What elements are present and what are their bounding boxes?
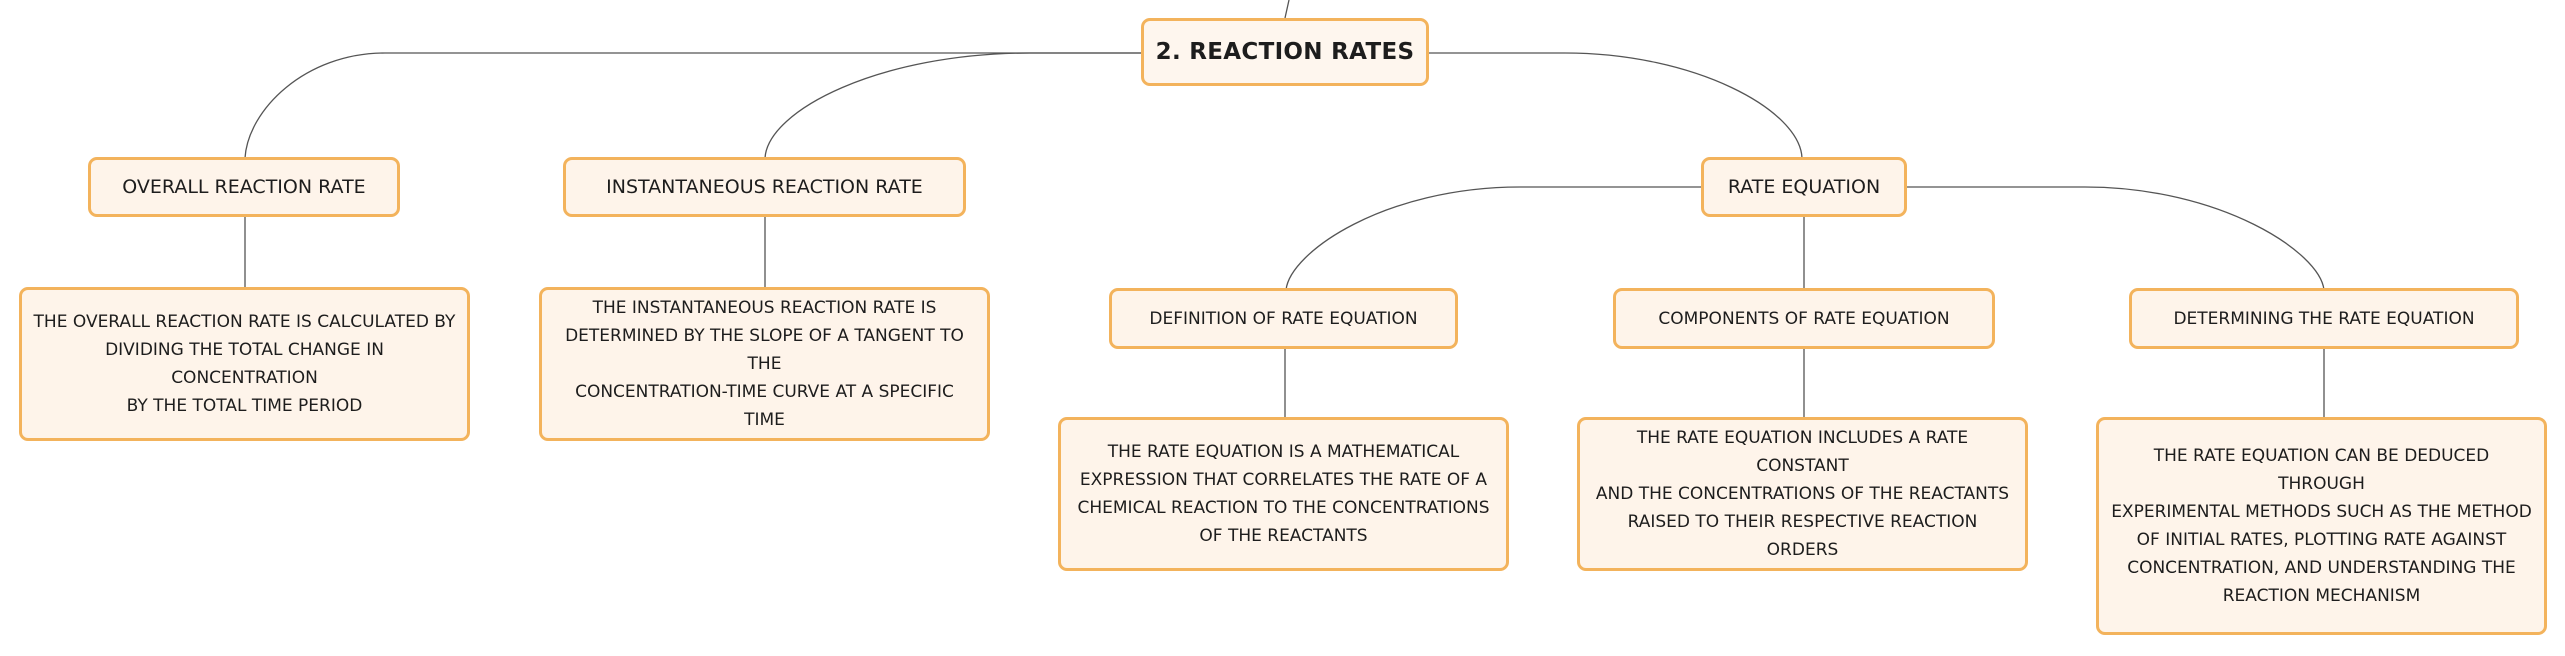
connector-rate-definition [1285, 186, 1702, 291]
connector-root-overall [244, 52, 1142, 159]
components-of-rate-equation-detail-text: THE RATE EQUATION INCLUDES A RATE CONSTA… [1595, 428, 2010, 560]
components-of-rate-equation-detail[interactable]: THE RATE EQUATION INCLUDES A RATE CONSTA… [1577, 417, 2028, 571]
overall-reaction-rate-label: OVERALL REACTION RATE [122, 176, 366, 198]
root-topic-label: 2. REACTION RATES [1155, 39, 1415, 65]
connector-root-parent [1284, 0, 1290, 19]
definition-of-rate-equation-detail[interactable]: THE RATE EQUATION IS A MATHEMATICAL EXPR… [1058, 417, 1509, 571]
determining-the-rate-equation-detail[interactable]: THE RATE EQUATION CAN BE DEDUCED THROUGH… [2096, 417, 2547, 635]
components-of-rate-equation-label: COMPONENTS OF RATE EQUATION [1658, 308, 1950, 329]
determining-the-rate-equation-node[interactable]: DETERMINING THE RATE EQUATION [2129, 288, 2519, 349]
overall-reaction-rate-node[interactable]: OVERALL REACTION RATE [88, 157, 400, 217]
root-topic-node[interactable]: 2. REACTION RATES [1141, 18, 1429, 86]
connector-root-instantaneous [764, 52, 1142, 159]
connector-root-rate-equation [1428, 52, 1803, 159]
instantaneous-reaction-rate-detail-text: THE INSTANTANEOUS REACTION RATE IS DETER… [565, 298, 964, 430]
rate-equation-node[interactable]: RATE EQUATION [1701, 157, 1907, 217]
overall-reaction-rate-detail[interactable]: THE OVERALL REACTION RATE IS CALCULATED … [19, 287, 470, 441]
definition-of-rate-equation-label: DEFINITION OF RATE EQUATION [1149, 308, 1418, 329]
connector-rate-determining [1906, 186, 2325, 291]
definition-of-rate-equation-node[interactable]: DEFINITION OF RATE EQUATION [1109, 288, 1458, 349]
rate-equation-label: RATE EQUATION [1727, 176, 1881, 198]
definition-of-rate-equation-detail-text: THE RATE EQUATION IS A MATHEMATICAL EXPR… [1077, 442, 1490, 546]
instantaneous-reaction-rate-label: INSTANTANEOUS REACTION RATE [606, 176, 923, 198]
determining-the-rate-equation-label: DETERMINING THE RATE EQUATION [2173, 308, 2475, 329]
instantaneous-reaction-rate-detail[interactable]: THE INSTANTANEOUS REACTION RATE IS DETER… [539, 287, 990, 441]
determining-the-rate-equation-detail-text: THE RATE EQUATION CAN BE DEDUCED THROUGH… [2111, 446, 2532, 606]
overall-reaction-rate-detail-text: THE OVERALL REACTION RATE IS CALCULATED … [33, 312, 456, 416]
instantaneous-reaction-rate-node[interactable]: INSTANTANEOUS REACTION RATE [563, 157, 966, 217]
components-of-rate-equation-node[interactable]: COMPONENTS OF RATE EQUATION [1613, 288, 1995, 349]
